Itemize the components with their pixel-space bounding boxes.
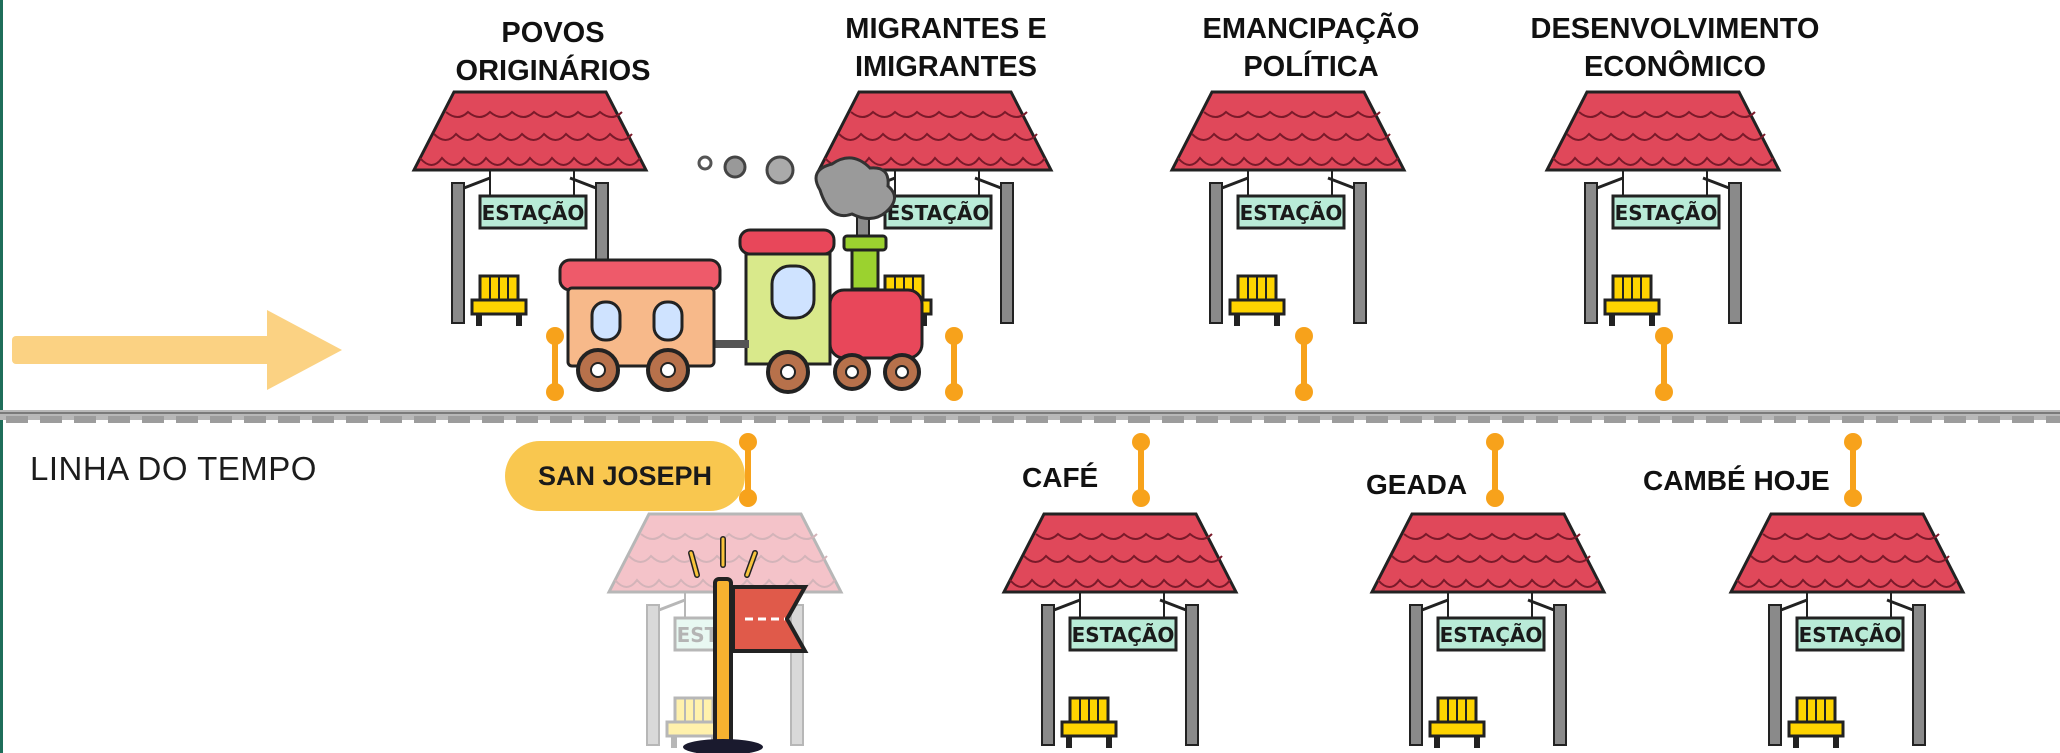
rail-sleeper bbox=[176, 416, 198, 423]
rail-sleeper bbox=[2046, 416, 2060, 423]
rail-sleeper bbox=[1638, 416, 1660, 423]
rail-sleeper bbox=[108, 416, 130, 423]
rail-sleeper bbox=[1910, 416, 1932, 423]
rail-sleeper bbox=[1060, 416, 1082, 423]
rail-sleeper bbox=[380, 416, 402, 423]
rail-sleeper bbox=[1366, 416, 1388, 423]
rail-sleeper bbox=[1230, 416, 1252, 423]
train-icon bbox=[558, 155, 924, 394]
timeline-connector bbox=[945, 327, 963, 401]
rail-sleeper bbox=[924, 416, 946, 423]
timeline-connector bbox=[1132, 433, 1150, 507]
flag-icon bbox=[683, 536, 809, 753]
timeline-connector bbox=[1655, 327, 1673, 401]
rail-sleeper bbox=[1094, 416, 1116, 423]
rail-sleeper bbox=[720, 416, 742, 423]
railway-track bbox=[0, 410, 2060, 423]
rail-sleeper bbox=[1876, 416, 1898, 423]
station-title-desenvolvimento-economico: DESENVOLVIMENTO ECONÔMICO bbox=[1530, 13, 1820, 83]
rail-sleeper bbox=[142, 416, 164, 423]
rail-sleeper bbox=[618, 416, 640, 423]
station-icon bbox=[1002, 512, 1238, 750]
timeline-label: LINHA DO TEMPO bbox=[30, 450, 317, 487]
rail-sleeper bbox=[1808, 416, 1830, 423]
rail-sleeper bbox=[958, 416, 980, 423]
rail-sleeper bbox=[1264, 416, 1286, 423]
rail-sleeper bbox=[1434, 416, 1456, 423]
station-title-geada: GEADA bbox=[1366, 469, 1468, 500]
rail-sleeper bbox=[652, 416, 674, 423]
rail-sleeper bbox=[1774, 416, 1796, 423]
rail-sleeper bbox=[584, 416, 606, 423]
timeline-connector bbox=[1844, 433, 1862, 507]
rail-sleeper bbox=[1128, 416, 1150, 423]
rail-sleeper bbox=[822, 416, 844, 423]
rail-sleeper bbox=[2012, 416, 2034, 423]
rail-sleeper bbox=[550, 416, 572, 423]
station-title-cafe: CAFÉ bbox=[1022, 462, 1099, 493]
rail-sleeper bbox=[1706, 416, 1728, 423]
rail-sleeper bbox=[1298, 416, 1320, 423]
rail-sleeper bbox=[1672, 416, 1694, 423]
rail-sleeper bbox=[788, 416, 810, 423]
rail-sleeper bbox=[1400, 416, 1422, 423]
rail-sleeper bbox=[1162, 416, 1184, 423]
left-border bbox=[0, 0, 3, 753]
rail-sleeper bbox=[1468, 416, 1490, 423]
rail-sleeper bbox=[516, 416, 538, 423]
station-title-povos-originarios: POVOS ORIGINÁRIOS bbox=[455, 17, 651, 87]
rail-sleeper bbox=[856, 416, 878, 423]
rail-sleeper bbox=[1026, 416, 1048, 423]
rail-sleeper bbox=[40, 416, 62, 423]
rail-sleeper bbox=[414, 416, 436, 423]
rail-sleeper bbox=[74, 416, 96, 423]
rail-sleeper bbox=[1740, 416, 1762, 423]
station-title-migrantes-imigrantes: MIGRANTES E IMIGRANTES bbox=[845, 13, 1047, 83]
rail-sleeper bbox=[210, 416, 232, 423]
rail-sleeper bbox=[754, 416, 776, 423]
arrow-right-icon bbox=[12, 310, 342, 390]
station-icon bbox=[1729, 512, 1965, 750]
rail-sleeper bbox=[244, 416, 266, 423]
rail-sleeper bbox=[992, 416, 1014, 423]
rail-sleeper bbox=[1604, 416, 1626, 423]
rail-sleeper bbox=[1842, 416, 1864, 423]
rail-sleeper bbox=[346, 416, 368, 423]
rail-sleeper bbox=[686, 416, 708, 423]
timeline-connector bbox=[1486, 433, 1504, 507]
station-title-cambe-hoje: CAMBÉ HOJE bbox=[1643, 465, 1830, 496]
rail-sleeper bbox=[1536, 416, 1558, 423]
station-icon bbox=[1545, 90, 1781, 328]
rail-sleeper bbox=[890, 416, 912, 423]
rail-sleeper bbox=[1332, 416, 1354, 423]
timeline-connector bbox=[1295, 327, 1313, 401]
rail-sleeper bbox=[278, 416, 300, 423]
rail-sleeper bbox=[1978, 416, 2000, 423]
rail-sleeper bbox=[448, 416, 470, 423]
rail-sleeper bbox=[1502, 416, 1524, 423]
rail-sleeper bbox=[482, 416, 504, 423]
station-title-emancipacao-politica: EMANCIPAÇÃO POLÍTICA bbox=[1202, 13, 1420, 83]
station-icon bbox=[1170, 90, 1406, 328]
station-icon bbox=[1370, 512, 1606, 750]
rail-sleeper bbox=[6, 416, 28, 423]
rail-sleeper bbox=[1196, 416, 1218, 423]
rail-sleeper bbox=[1570, 416, 1592, 423]
station-pill-san-joseph: SAN JOSEPH bbox=[505, 441, 745, 511]
rail-sleeper bbox=[1944, 416, 1966, 423]
rail-sleeper bbox=[312, 416, 334, 423]
